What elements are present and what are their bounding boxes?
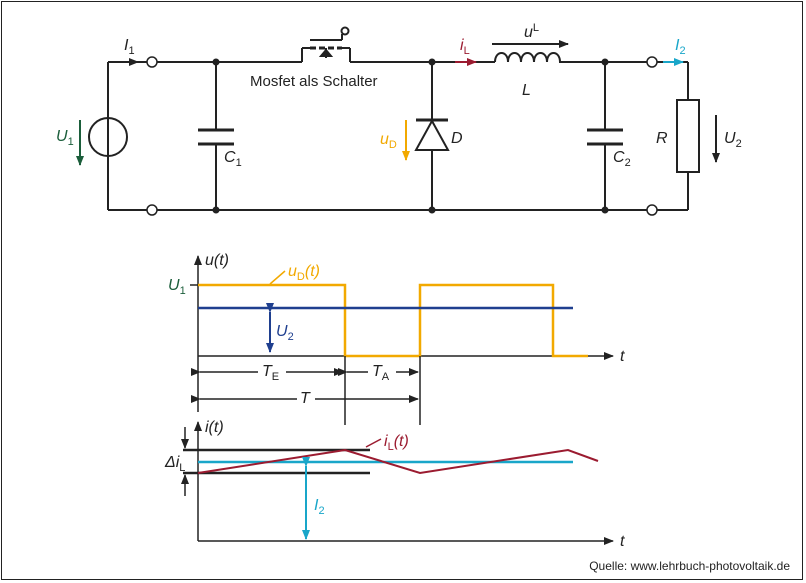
label-ul: uL [524, 22, 539, 41]
circuit [107, 61, 689, 211]
delta-il-label: ΔiL [164, 454, 185, 474]
il-waveform [197, 448, 599, 475]
voltage-ud-label: uD(t) [288, 263, 320, 283]
il-leader-line [365, 438, 382, 448]
label-u1: U1 [56, 128, 74, 148]
voltage-u1-label: U1 [168, 277, 186, 297]
current-plot: i(t) iL(t) ΔiL I2 t [164, 419, 625, 550]
inductor-symbol [494, 52, 567, 63]
ta-label: TA [372, 363, 390, 383]
capacitor-c2-symbol [587, 128, 623, 146]
label-il: iL [460, 37, 470, 57]
voltage-ylabel: u(t) [205, 252, 229, 269]
capacitor-c1-symbol [198, 128, 234, 146]
ud-leader-line [269, 270, 286, 285]
voltage-plot: u(t) U1 uD(t) U2 t TE TA T [168, 252, 625, 425]
resistor-symbol [676, 99, 700, 173]
te-label: TE [262, 363, 279, 383]
voltage-xlabel: t [620, 348, 625, 365]
diode-symbol [414, 118, 450, 151]
terminals [146, 56, 658, 216]
label-mosfet: Mosfet als Schalter [250, 73, 378, 90]
mosfet-symbol [301, 26, 351, 62]
current-ylabel: i(t) [205, 419, 224, 436]
label-i2: I2 [675, 37, 686, 57]
junction-dots [212, 58, 609, 214]
label-c2: C2 [613, 149, 631, 169]
label-i1: I1 [124, 37, 135, 57]
current-il-label: iL(t) [384, 433, 409, 453]
ud-waveform [198, 283, 588, 358]
label-c1: C1 [224, 149, 242, 169]
source-credit: Quelle: www.lehrbuch-photovoltaik.de [589, 559, 790, 573]
label-ud: uD [380, 131, 397, 151]
label-u2: U2 [724, 130, 742, 150]
label-r: R [656, 130, 668, 147]
current-xlabel: t [620, 533, 625, 550]
current-i2-label: I2 [314, 497, 325, 517]
t-label: T [300, 390, 311, 407]
label-l: L [522, 82, 531, 99]
voltage-u2-label: U2 [276, 323, 294, 343]
label-d: D [451, 130, 463, 147]
